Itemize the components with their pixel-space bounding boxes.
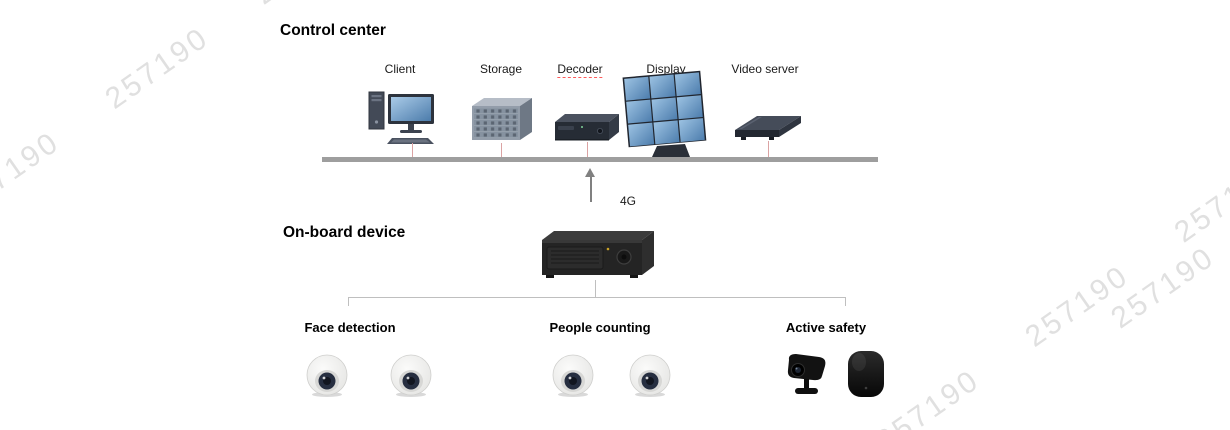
storage-server-icon: [468, 96, 534, 144]
group-label-people-counting: People counting: [549, 320, 651, 335]
uplink-label: 4G: [620, 194, 637, 208]
control-center-title: Control center: [280, 22, 386, 39]
device-label-decoder: Decoder: [557, 62, 603, 78]
dome-camera-icon: [549, 352, 597, 398]
watermark-text: 257190: [0, 125, 66, 221]
active-safety-unit-icon: [844, 350, 888, 400]
connector-line: [501, 143, 502, 157]
dome-camera-icon: [387, 352, 435, 398]
client-workstation-icon: [368, 88, 440, 146]
uplink-arrow-head: [585, 168, 595, 177]
device-label-client: Client: [384, 62, 416, 76]
decoder-box-icon: [553, 112, 621, 146]
bracket-line: [348, 297, 846, 298]
driver-monitor-camera-icon: [781, 348, 831, 400]
connector-line: [587, 142, 588, 157]
onboard-device-title: On-board device: [283, 224, 406, 241]
dome-camera-icon: [303, 352, 351, 398]
watermark-text: 257190: [99, 20, 216, 116]
device-label-decoder-text: Decoder: [557, 62, 603, 78]
dome-camera-icon: [626, 352, 674, 398]
connector-line: [768, 141, 769, 157]
video-server-icon: [733, 110, 803, 148]
bracket-line: [348, 297, 349, 306]
watermark-text: 257190: [249, 0, 365, 12]
uplink-arrow-line: [590, 177, 592, 202]
group-label-active-safety: Active safety: [785, 320, 867, 335]
device-label-storage: Storage: [479, 62, 523, 76]
group-label-face-detection: Face detection: [304, 320, 396, 335]
device-label-display: Display: [646, 62, 686, 76]
connector-line: [412, 143, 413, 157]
video-wall-icon: [621, 64, 707, 160]
bracket-line: [845, 297, 846, 306]
device-label-video-server: Video server: [731, 62, 799, 76]
bracket-line: [595, 280, 596, 297]
network-bus: [322, 157, 878, 162]
mobile-video-recorder-icon: [536, 226, 656, 280]
